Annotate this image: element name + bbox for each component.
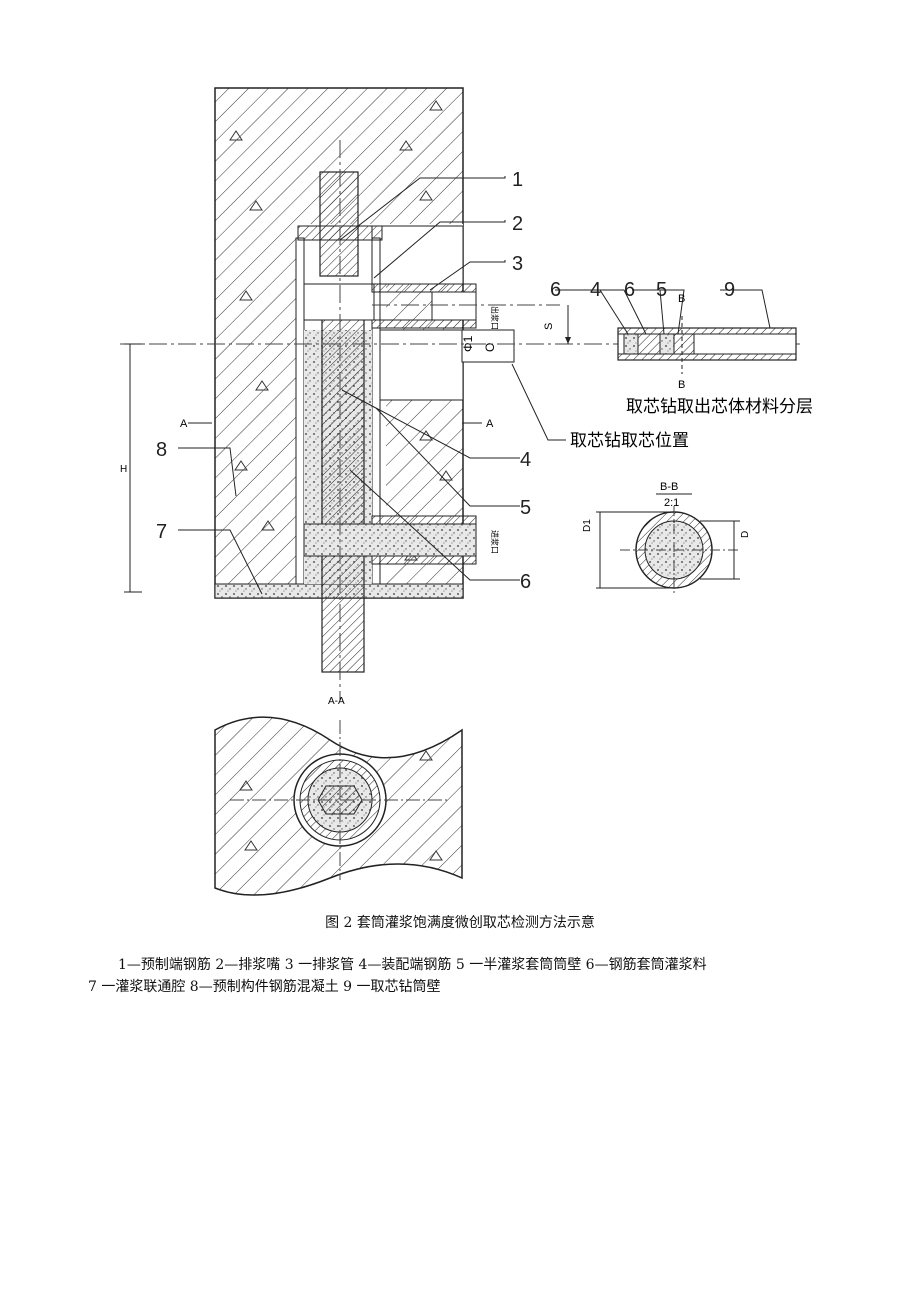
right-callout-6b: 6 xyxy=(624,279,635,301)
section-b-top: B xyxy=(678,293,685,305)
callout-3: 3 xyxy=(512,253,523,275)
precast-rebar xyxy=(319,171,359,277)
legend-line-1: 1—预制端钢筋 2—排浆嘴 3 一排浆管 4—装配端钢筋 5 一半灌浆套筒筒壁 … xyxy=(118,957,707,973)
dim-s-label: S xyxy=(543,323,555,330)
core-position-label: 取芯钻取芯位置 xyxy=(570,431,689,451)
callout-2: 2 xyxy=(512,213,523,235)
right-callout-9: 9 xyxy=(724,279,735,301)
dim-h: H xyxy=(120,343,142,593)
section-a-right: A xyxy=(486,418,494,430)
inlet-tag: 进浆口 xyxy=(490,530,500,554)
section-b-bottom: B xyxy=(678,379,685,391)
right-callout-5: 5 xyxy=(656,279,667,301)
figure-caption: 图 2 套筒灌浆饱满度微创取芯检测方法示意 xyxy=(325,915,595,931)
right-callout-4: 4 xyxy=(590,279,601,301)
right-callout-6a: 6 xyxy=(550,279,561,301)
section-bb-scale: 2:1 xyxy=(664,497,679,509)
section-aa-title: A-A xyxy=(328,696,345,707)
callout-7: 7 xyxy=(156,521,167,543)
assembly-rebar xyxy=(321,317,365,673)
callout-8: 8 xyxy=(156,439,167,461)
core-layer-label: 取芯钻取出芯体材料分层 xyxy=(626,397,813,417)
dim-d-label: D xyxy=(740,531,751,538)
dim-phi1-label-b: O xyxy=(483,343,497,352)
callout-5: 5 xyxy=(520,497,531,519)
outlet-pipe: 出浆口 xyxy=(303,283,500,330)
callout-1: 1 xyxy=(512,169,523,191)
section-bb: B-B 2:1 D1 D xyxy=(582,481,751,596)
extracted-core xyxy=(617,316,797,374)
outlet-tag: 出浆口 xyxy=(490,306,500,330)
legend-line-2: 7 一灌浆联通腔 8—预制构件钢筋混凝土 9 一取芯钻筒壁 xyxy=(88,979,441,995)
section-bb-title: B-B xyxy=(660,481,678,493)
core-drill-bit xyxy=(461,329,515,363)
section-aa: A-A xyxy=(214,696,463,896)
callout-6: 6 xyxy=(520,571,531,593)
callout-4: 4 xyxy=(520,449,531,471)
dim-h-label: H xyxy=(120,464,127,475)
dim-d1-label: D1 xyxy=(582,519,593,532)
section-a-left: A xyxy=(180,418,188,430)
inlet-pipe: 进浆口 xyxy=(303,515,500,565)
